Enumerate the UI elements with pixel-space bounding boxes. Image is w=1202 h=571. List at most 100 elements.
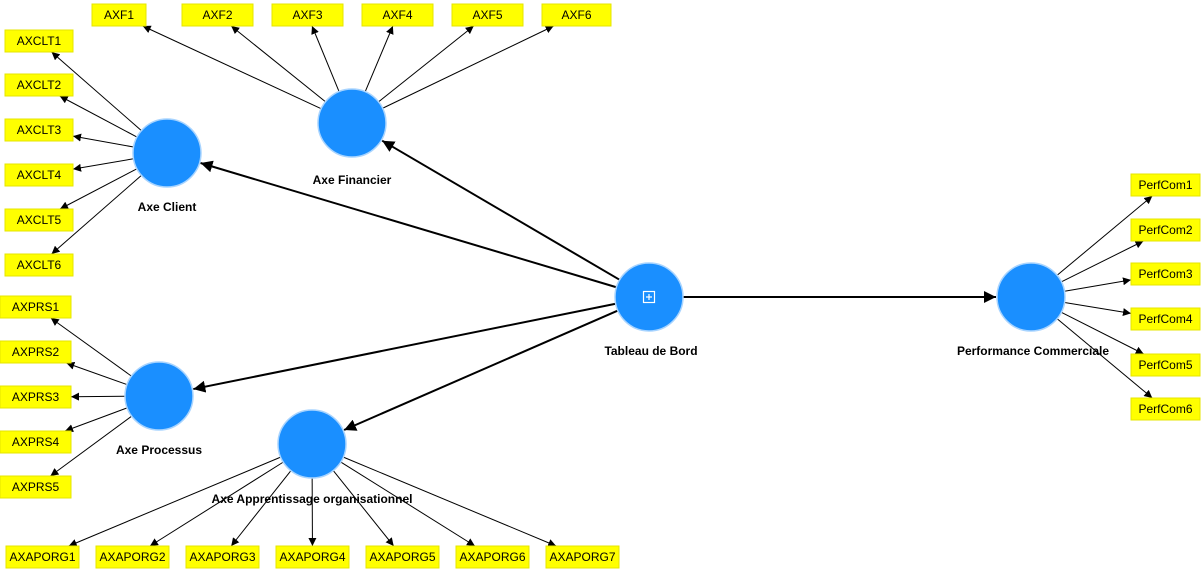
indicator-axprs4[interactable]: AXPRS4 — [0, 430, 72, 454]
loading-arrow-axaporg1 — [68, 456, 281, 547]
indicator-axf1[interactable]: AXF1 — [91, 3, 147, 27]
indicator-box[interactable] — [1130, 262, 1201, 286]
latent-circle[interactable] — [277, 409, 347, 479]
latent-apprentissage[interactable] — [277, 409, 347, 479]
latent-processus[interactable] — [124, 361, 194, 431]
indicator-box[interactable] — [455, 545, 530, 569]
latent-circle[interactable] — [132, 118, 202, 188]
indicator-axclt4[interactable]: AXCLT4 — [4, 163, 74, 187]
indicator-box[interactable] — [185, 545, 260, 569]
indicator-label: AXAPORG3 — [189, 550, 255, 564]
indicator-perfcom4[interactable]: PerfCom4 — [1130, 307, 1201, 331]
indicator-box[interactable] — [5, 545, 80, 569]
indicator-axprs5[interactable]: AXPRS5 — [0, 475, 72, 499]
indicator-axaporg7[interactable]: AXAPORG7 — [545, 545, 620, 569]
indicator-perfcom3[interactable]: PerfCom3 — [1130, 262, 1201, 286]
indicator-axaporg6[interactable]: AXAPORG6 — [455, 545, 530, 569]
latent-circle[interactable] — [996, 262, 1066, 332]
indicator-axaporg2[interactable]: AXAPORG2 — [95, 545, 170, 569]
path-tableau-to-financier[interactable] — [381, 139, 621, 281]
indicator-box[interactable] — [4, 253, 74, 277]
indicator-box[interactable] — [0, 385, 72, 409]
indicator-box[interactable] — [4, 29, 74, 53]
loading-arrow-axclt6 — [51, 175, 142, 255]
loading-arrow-axprs4 — [64, 407, 128, 432]
indicator-box[interactable] — [0, 430, 72, 454]
indicator-label: PerfCom4 — [1138, 312, 1192, 326]
loading-arrow-perfcom6 — [1056, 318, 1153, 399]
indicator-box[interactable] — [545, 545, 620, 569]
indicator-box[interactable] — [541, 3, 612, 27]
indicator-axprs2[interactable]: AXPRS2 — [0, 340, 72, 364]
indicator-axaporg1[interactable]: AXAPORG1 — [5, 545, 80, 569]
latent-label-apprentissage: Axe Apprentissage organisationnel — [212, 492, 413, 506]
indicator-axf2[interactable]: AXF2 — [181, 3, 254, 27]
indicator-box[interactable] — [0, 340, 72, 364]
latent-financier[interactable] — [317, 88, 387, 158]
indicator-label: PerfCom6 — [1138, 402, 1192, 416]
latent-tableau[interactable] — [614, 262, 684, 332]
indicator-box[interactable] — [4, 163, 74, 187]
path-tableau-to-client[interactable] — [200, 160, 617, 289]
indicator-perfcom2[interactable]: PerfCom2 — [1130, 218, 1201, 242]
latent-label-tableau: Tableau de Bord — [604, 344, 697, 358]
indicator-axclt2[interactable]: AXCLT2 — [4, 73, 74, 97]
indicator-axclt5[interactable]: AXCLT5 — [4, 208, 74, 232]
latent-client[interactable] — [132, 118, 202, 188]
loading-arrow-axf1 — [142, 25, 322, 110]
indicator-box[interactable] — [1130, 353, 1201, 377]
indicator-box[interactable] — [4, 208, 74, 232]
indicator-label: AXF1 — [104, 8, 134, 22]
latent-circle[interactable] — [317, 88, 387, 158]
indicator-axprs3[interactable]: AXPRS3 — [0, 385, 72, 409]
indicator-box[interactable] — [181, 3, 254, 27]
indicator-box[interactable] — [361, 3, 434, 27]
indicator-axaporg3[interactable]: AXAPORG3 — [185, 545, 260, 569]
indicator-axf4[interactable]: AXF4 — [361, 3, 434, 27]
loading-arrow-axclt2 — [59, 95, 138, 138]
indicator-axaporg5[interactable]: AXAPORG5 — [365, 545, 440, 569]
indicator-axf5[interactable]: AXF5 — [451, 3, 524, 27]
indicator-box[interactable] — [1130, 218, 1201, 242]
indicator-box[interactable] — [365, 545, 440, 569]
path-tableau-to-apprentissage[interactable] — [343, 309, 619, 431]
loading-arrow-axclt4 — [72, 158, 134, 172]
indicator-box[interactable] — [0, 475, 72, 499]
indicator-perfcom5[interactable]: PerfCom5 — [1130, 353, 1201, 377]
indicator-box[interactable] — [0, 295, 72, 319]
indicator-axaporg4[interactable]: AXAPORG4 — [275, 545, 350, 569]
indicator-label: AXF4 — [382, 8, 412, 22]
indicator-axf3[interactable]: AXF3 — [271, 3, 344, 27]
indicator-box[interactable] — [1130, 397, 1201, 421]
indicator-axclt1[interactable]: AXCLT1 — [4, 29, 74, 53]
indicator-perfcom1[interactable]: PerfCom1 — [1130, 173, 1201, 197]
indicator-axclt6[interactable]: AXCLT6 — [4, 253, 74, 277]
indicator-box[interactable] — [271, 3, 344, 27]
indicator-box[interactable] — [91, 3, 147, 27]
indicator-box[interactable] — [95, 545, 170, 569]
indicator-box[interactable] — [275, 545, 350, 569]
loading-arrow-axaporg2 — [149, 461, 284, 547]
indicator-axprs1[interactable]: AXPRS1 — [0, 295, 72, 319]
latent-performance[interactable] — [996, 262, 1066, 332]
loading-arrow-axprs5 — [50, 415, 132, 477]
indicator-box[interactable] — [1130, 307, 1201, 331]
loading-arrow-axprs1 — [50, 317, 132, 377]
path-tableau-to-processus[interactable] — [193, 302, 616, 393]
indicator-box[interactable] — [4, 118, 74, 142]
indicator-box[interactable] — [451, 3, 524, 27]
indicator-label: AXF3 — [292, 8, 322, 22]
latent-circle[interactable] — [124, 361, 194, 431]
indicator-box[interactable] — [4, 73, 74, 97]
expand-plus-icon[interactable] — [642, 290, 656, 304]
indicator-label: AXCLT2 — [17, 78, 62, 92]
indicator-box[interactable] — [1130, 173, 1201, 197]
indicator-label: AXCLT4 — [17, 168, 62, 182]
indicator-axf6[interactable]: AXF6 — [541, 3, 612, 27]
loading-arrow-axprs2 — [66, 361, 128, 386]
indicator-axclt3[interactable]: AXCLT3 — [4, 118, 74, 142]
indicator-perfcom6[interactable]: PerfCom6 — [1130, 397, 1201, 421]
indicator-label: AXF5 — [472, 8, 502, 22]
